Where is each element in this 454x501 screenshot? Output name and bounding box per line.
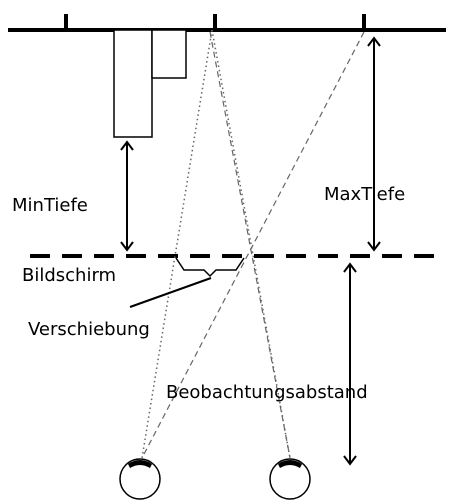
ray-right-eye-center [211,29,291,459]
shift-brace [129,257,245,308]
right-eye-ball [269,458,311,500]
max-depth-head-bottom [367,241,381,252]
shift-pointer-line [129,277,212,308]
ray-right-eye-near [209,31,291,459]
right-eye-icon [269,458,311,500]
max-depth-arrow [367,36,381,252]
min-depth-head-bottom [120,241,134,252]
max-depth-label: MaxTiefe [324,184,406,205]
viewing-distance-head-bottom [343,455,357,466]
ray-left-eye-center [141,29,213,459]
ray-left-eye-far [141,31,365,459]
max-depth-head-top [367,36,381,47]
depth-baseline [8,14,446,32]
dotted-rays [141,29,291,459]
viewing-distance-head-top [343,262,357,273]
shift-brace-path [175,257,245,278]
shift-label: Verschiebung [28,319,150,340]
left-eye-pupil [128,460,152,468]
min-depth-label: MinTiefe [12,195,88,216]
viewing-distance-arrow [343,262,357,466]
depth-block-shallow [151,29,187,79]
screen-label: Bildschirm [22,265,117,286]
min-depth-head-top [120,140,134,151]
dashed-rays [141,31,365,459]
right-eye-pupil [278,460,302,468]
depth-block-deep [113,29,153,138]
min-depth-arrow [120,140,134,252]
viewing-distance-label: Beobachtungsabstand [166,382,368,403]
left-eye-ball [119,458,161,500]
left-eye-icon [119,458,161,500]
